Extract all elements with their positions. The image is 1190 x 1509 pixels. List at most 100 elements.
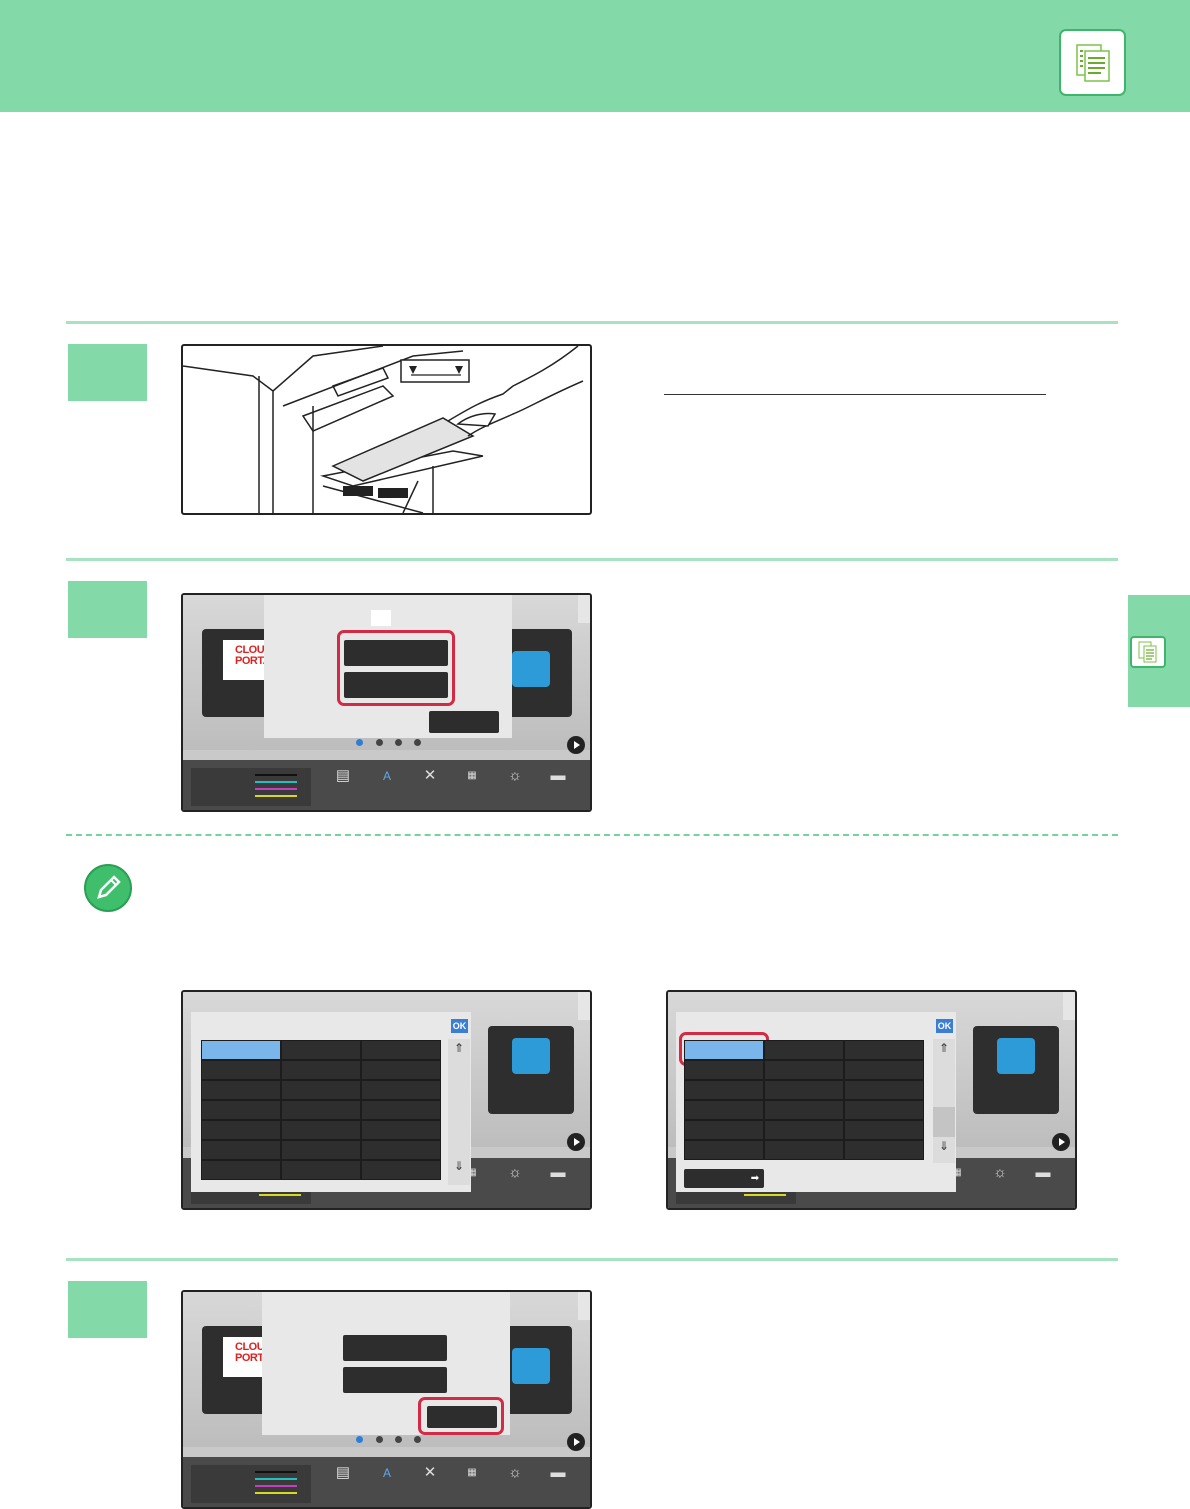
toner-yellow [255, 795, 297, 797]
scroll-up-icon[interactable]: ⇑ [938, 1041, 950, 1055]
list-option-cell[interactable] [844, 1060, 924, 1080]
list-option-cell[interactable] [201, 1160, 281, 1180]
list-option-cell[interactable] [361, 1100, 441, 1120]
list-option-cell[interactable] [361, 1120, 441, 1140]
toner-magenta [255, 1485, 297, 1487]
counter-icon[interactable]: ▦ [952, 1167, 962, 1178]
paper-size-list-screen: ▦ ☼ ▬ OK ⇑ ⇓ [181, 990, 592, 1210]
register-button[interactable] [684, 1169, 764, 1188]
counter-icon[interactable]: ▦ [467, 1467, 477, 1478]
list-option-cell[interactable] [281, 1140, 361, 1160]
side-panel-handle[interactable] [1063, 992, 1075, 1020]
page-dot[interactable] [414, 739, 421, 746]
list-option-cell[interactable] [201, 1100, 281, 1120]
step-divider [66, 558, 1118, 561]
list-option-cell[interactable] [844, 1120, 924, 1140]
ok-button[interactable] [429, 711, 499, 733]
text-size-icon[interactable]: A [382, 1466, 391, 1480]
highlight-ring [418, 1397, 504, 1435]
step-divider [66, 1258, 1118, 1261]
list-option-cell[interactable] [281, 1100, 361, 1120]
list-option-cell[interactable] [201, 1040, 281, 1060]
list-scrollbar[interactable] [448, 1039, 470, 1185]
paper-size-select[interactable] [343, 1367, 447, 1393]
list-option-cell[interactable] [764, 1100, 844, 1120]
scroll-up-icon[interactable]: ⇑ [453, 1041, 465, 1055]
list-option-cell[interactable] [844, 1040, 924, 1060]
paper-type-select[interactable] [343, 1335, 447, 1361]
ok-button[interactable] [427, 1406, 497, 1428]
counter-icon[interactable]: ▦ [467, 770, 477, 781]
fax-icon [997, 1038, 1035, 1074]
page-dot[interactable] [395, 1436, 402, 1443]
settings-wrench-icon[interactable]: ✕ [423, 767, 437, 784]
help-icon[interactable]: ▤ [335, 767, 351, 784]
page-dot[interactable] [376, 1436, 383, 1443]
job-status-icon[interactable]: ▬ [550, 767, 566, 784]
list-option-cell[interactable] [281, 1040, 361, 1060]
settings-wrench-icon[interactable]: ✕ [423, 1464, 437, 1481]
list-option-cell[interactable] [684, 1140, 764, 1160]
list-option-cell[interactable] [764, 1060, 844, 1080]
list-option-cell[interactable] [361, 1140, 441, 1160]
brightness-icon[interactable]: ☼ [508, 1464, 522, 1481]
next-page-button[interactable] [1052, 1133, 1070, 1151]
help-icon[interactable]: ▤ [335, 1464, 351, 1481]
page-dot[interactable] [395, 739, 402, 746]
list-option-cell[interactable] [201, 1120, 281, 1140]
text-size-icon[interactable]: A [382, 769, 391, 783]
paper-type-select[interactable] [344, 640, 448, 666]
next-page-button[interactable] [567, 1133, 585, 1151]
list-option-cell[interactable] [281, 1060, 361, 1080]
job-status-icon[interactable]: ▬ [550, 1464, 566, 1481]
list-option-cell[interactable] [281, 1120, 361, 1140]
brightness-icon[interactable]: ☼ [993, 1164, 1007, 1181]
list-option-cell[interactable] [361, 1160, 441, 1180]
page-dot[interactable] [376, 739, 383, 746]
list-option-cell[interactable] [361, 1040, 441, 1060]
brightness-icon[interactable]: ☼ [508, 1164, 522, 1181]
list-option-cell[interactable] [361, 1060, 441, 1080]
list-option-cell[interactable] [281, 1080, 361, 1100]
scroll-down-icon[interactable]: ⇓ [938, 1139, 950, 1153]
ok-button[interactable]: OK [451, 1019, 468, 1033]
list-option-cell[interactable] [684, 1100, 764, 1120]
toner-black [255, 774, 297, 776]
side-panel-handle[interactable] [578, 1292, 590, 1320]
list-option-cell[interactable] [684, 1060, 764, 1080]
toner-cyan [255, 781, 297, 783]
scroll-thumb[interactable] [933, 1107, 955, 1137]
scroll-down-icon[interactable]: ⇓ [453, 1159, 465, 1173]
list-option-cell[interactable] [764, 1120, 844, 1140]
list-option-cell[interactable] [844, 1100, 924, 1120]
list-option-cell[interactable] [764, 1140, 844, 1160]
page-dot-active[interactable] [356, 739, 363, 746]
list-option-cell[interactable] [281, 1160, 361, 1180]
paper-size-select[interactable] [344, 672, 448, 698]
side-panel-handle[interactable] [578, 595, 590, 623]
ok-button[interactable]: OK [936, 1019, 953, 1033]
list-option-cell[interactable] [684, 1120, 764, 1140]
list-option-cell[interactable] [684, 1040, 764, 1060]
next-page-button[interactable] [567, 1433, 585, 1451]
job-status-icon[interactable]: ▬ [1035, 1164, 1051, 1181]
page-dot[interactable] [414, 1436, 421, 1443]
list-option-cell[interactable] [844, 1140, 924, 1160]
list-option-cell[interactable] [201, 1140, 281, 1160]
brightness-icon[interactable]: ☼ [508, 767, 522, 784]
list-option-cell[interactable] [201, 1080, 281, 1100]
side-panel-handle[interactable] [578, 992, 590, 1020]
list-option-cell[interactable] [361, 1080, 441, 1100]
list-option-cell[interactable] [764, 1040, 844, 1060]
list-option-cell[interactable] [844, 1080, 924, 1100]
list-option-cell[interactable] [684, 1080, 764, 1100]
list-option-cell[interactable] [764, 1080, 844, 1100]
next-page-button[interactable] [567, 736, 585, 754]
arrow-right-icon: ➡ [750, 1173, 760, 1184]
page-dot-active[interactable] [356, 1436, 363, 1443]
job-status-icon[interactable]: ▬ [550, 1164, 566, 1181]
counter-icon[interactable]: ▦ [467, 1167, 477, 1178]
list-option-cell[interactable] [201, 1060, 281, 1080]
